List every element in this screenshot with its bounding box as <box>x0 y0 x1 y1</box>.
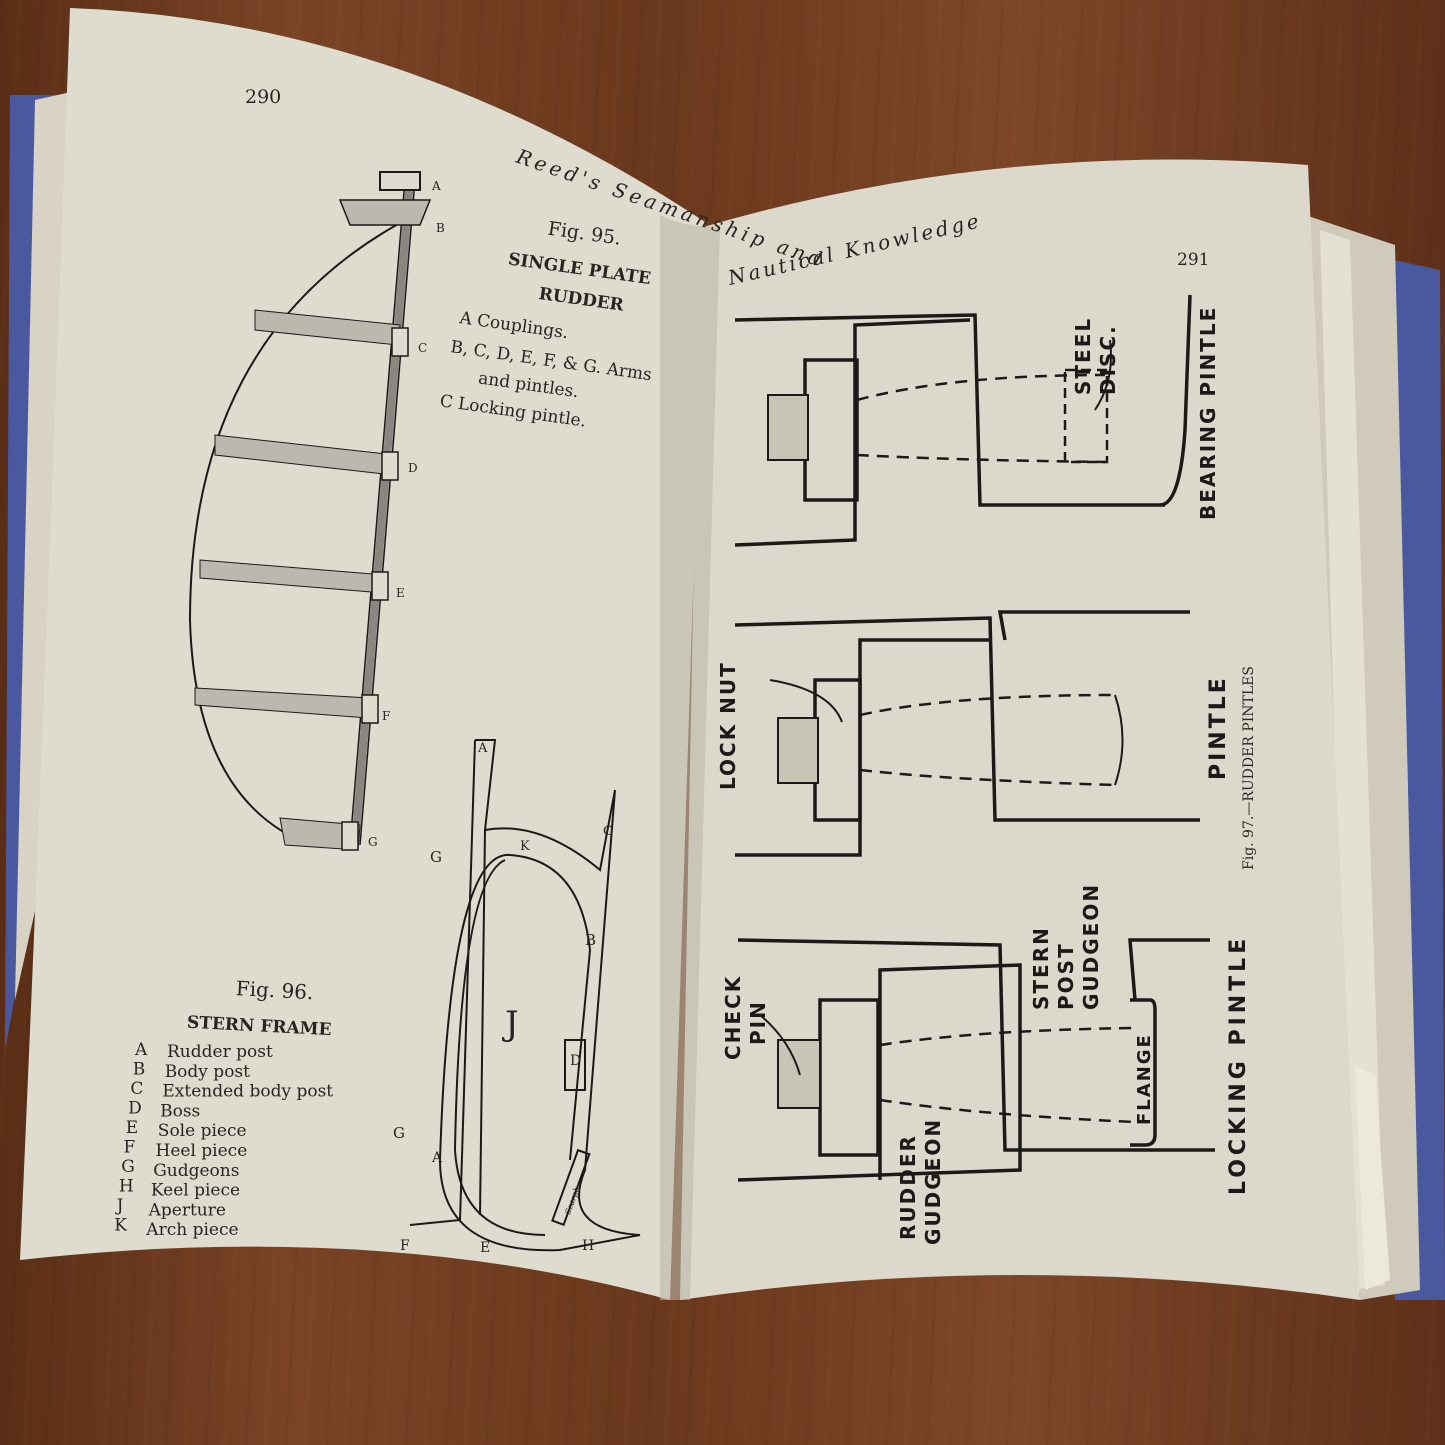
check-pin-label-2: PIN <box>746 1000 770 1045</box>
fig95-rudder-diagram <box>188 171 432 851</box>
stern-post-label-2: POST <box>1054 942 1078 1010</box>
fig96-legend-key: D <box>128 1099 142 1119</box>
fig96-legend-key: F <box>124 1138 136 1158</box>
locking-pintle-diagram <box>737 938 1215 1182</box>
fig96-legend-text: Boss <box>160 1101 200 1121</box>
fig96-letter-a-lower: A <box>431 1150 443 1166</box>
locking-pintle-label: LOCKING PINTLE <box>1226 935 1251 1195</box>
fig96-legend-key: G <box>121 1157 135 1177</box>
page-number-290: 290 <box>245 86 281 108</box>
fig95-letter-e: E <box>396 586 405 600</box>
fig96-letter-k: K <box>520 839 530 854</box>
fig96-legend-key: H <box>119 1177 134 1197</box>
stern-post-label-3: GUDGEON <box>1079 883 1103 1010</box>
fig96-legend-text: Body post <box>165 1062 250 1082</box>
fig96-legend-text: Aperture <box>148 1200 226 1220</box>
fig96-legend-text: Keel piece <box>151 1181 240 1201</box>
fig97-caption: Fig. 97.—RUDDER PINTLES <box>1241 666 1257 870</box>
rudder-gudgeon-label-2: GUDGEON <box>921 1118 945 1245</box>
fig95-letter-a: A <box>431 179 441 193</box>
paper-tab <box>1355 1065 1390 1290</box>
fig96-letter-d: D <box>570 1053 581 1069</box>
steel-disc-label-1: STEEL <box>1071 317 1095 395</box>
fig96-legend-key: A <box>134 1040 148 1060</box>
fig96-legend-key: J <box>115 1196 124 1216</box>
fig96-letter-a: A <box>477 741 488 756</box>
lock-nut-label: LOCK NUT <box>716 661 740 790</box>
fig96-letter-f: F <box>400 1238 410 1254</box>
fig95-letter-g: G <box>368 835 378 849</box>
fig96-legend-text: Heel piece <box>156 1141 248 1161</box>
fig97-rudder-pintles <box>734 294 1215 1182</box>
rudder-gudgeon-label-1: RUDDER <box>896 1134 920 1240</box>
right-page <box>680 159 1360 1301</box>
fig96-legend-text: Rudder post <box>167 1042 273 1062</box>
bearing-pintle-label: BEARING PINTLE <box>1196 306 1220 520</box>
pintle-label: PINTLE <box>1206 675 1231 780</box>
fig96-letter-j: J <box>502 1004 519 1044</box>
pintle-diagram <box>734 610 1200 857</box>
page-number-291: 291 <box>1177 250 1209 270</box>
bearing-pintle-diagram <box>734 294 1192 547</box>
fig96-legend-text: Extended body post <box>162 1082 333 1102</box>
fig96-legend-key: B <box>133 1060 146 1080</box>
fig96-legend-text: Arch piece <box>145 1220 238 1240</box>
fig96-legend-text: Gudgeons <box>153 1161 239 1181</box>
fig95-letter-b: B <box>436 221 445 235</box>
left-page <box>20 8 705 1300</box>
flange-label: FLANGE <box>1134 1033 1155 1125</box>
gutter-shadow <box>660 215 720 1300</box>
fig96-stern-frame-diagram <box>409 739 641 1252</box>
fig96-legend-key: E <box>126 1118 138 1138</box>
fig96-legend-key: K <box>114 1216 127 1236</box>
fig96-label: Fig. 96. <box>235 976 314 1004</box>
fig95-letter-f: F <box>382 709 390 723</box>
check-pin-label-1: CHECK <box>721 975 745 1060</box>
stern-post-label-1: STERN <box>1029 926 1053 1010</box>
fig95-letter-c: C <box>418 341 427 355</box>
fig96-letter-c: C <box>603 824 613 839</box>
fig96-letter-h: H <box>582 1238 594 1254</box>
fig96-letter-e: E <box>480 1240 490 1256</box>
fig96-letter-g-top: G <box>430 848 442 866</box>
steel-disc-label-2: DISC. <box>1096 324 1120 395</box>
fig96-legend-text: Sole piece <box>158 1121 247 1141</box>
fig95-letter-d: D <box>408 461 418 475</box>
fig96-letter-g-bottom: G <box>393 1124 405 1142</box>
fig96-legend-key: C <box>130 1079 143 1099</box>
fig96-letter-b: B <box>585 931 596 949</box>
